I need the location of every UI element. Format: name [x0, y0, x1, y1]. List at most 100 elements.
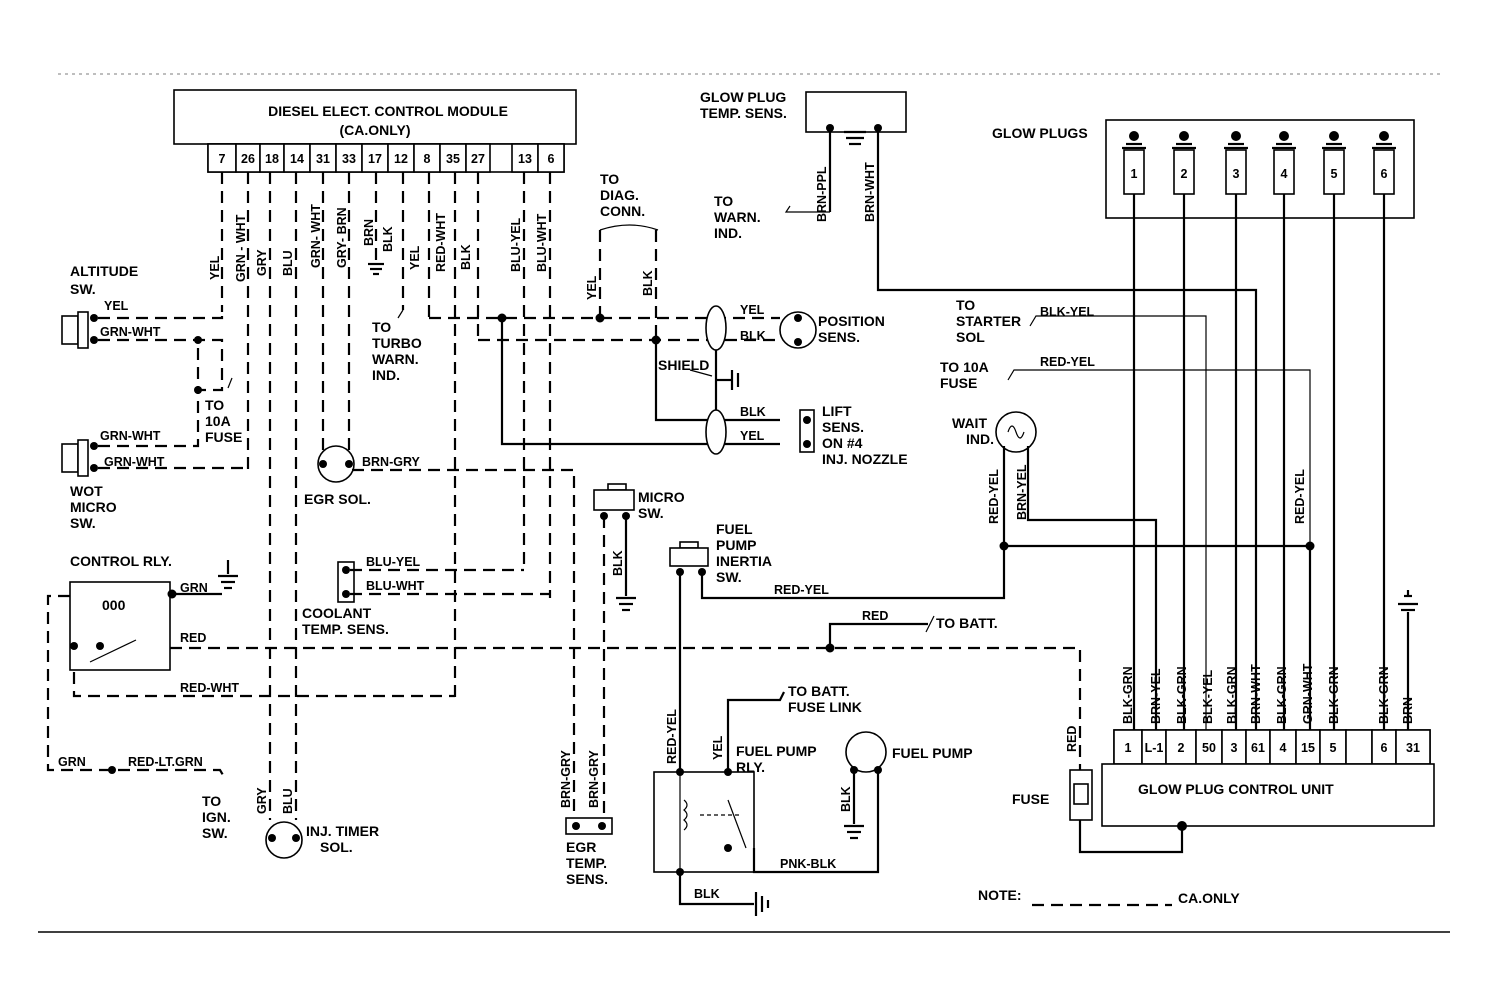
- wot-wire-label: GRN-WHT: [100, 429, 161, 443]
- ign-wire: GRN: [58, 755, 86, 769]
- to-starter: SOL: [956, 329, 985, 345]
- glow-plug-number: 4: [1281, 167, 1288, 181]
- inertia-wire: RED-YEL: [774, 583, 829, 597]
- gpcu-wire-label: BLK-GRN: [1275, 666, 1289, 724]
- gpcu-label: GLOW PLUG CONTROL UNIT: [1138, 781, 1334, 797]
- position-label: SENS.: [818, 329, 860, 345]
- glow-plug-1: 1: [1122, 131, 1146, 195]
- wot-label: SW.: [70, 515, 96, 531]
- glow-plug-4: 4: [1272, 131, 1296, 195]
- gpcu-wire-label: BLK-GRN: [1175, 666, 1189, 724]
- to-10a-left: 10A: [205, 413, 231, 429]
- control-relay: [69, 581, 171, 671]
- inj-timer-label: SOL.: [320, 839, 353, 855]
- position-wire: YEL: [740, 303, 765, 317]
- egr-temp-label: EGR: [566, 839, 596, 855]
- wot-wire-label: GRN-WHT: [104, 455, 165, 469]
- altitude-label: SW.: [70, 281, 96, 297]
- gpcu-pin: 6: [1381, 741, 1388, 755]
- gpcu-pin: 3: [1231, 741, 1238, 755]
- wait-wire: RED-YEL: [987, 469, 1001, 524]
- coolant-label: TEMP. SENS.: [302, 621, 389, 637]
- lift-label: SENS.: [822, 419, 864, 435]
- to-batt-fuselink: TO BATT.: [788, 683, 850, 699]
- ecm-wire-label: BLU-WHT: [535, 213, 549, 272]
- wot-micro-switch: [61, 439, 98, 477]
- inj-wire: GRY: [255, 787, 269, 814]
- wait-label: IND.: [966, 431, 994, 447]
- ecm-pin: 12: [394, 152, 408, 166]
- ecm-pin: 7: [219, 152, 226, 166]
- gp-temp-wire: BRN-PPL: [815, 166, 829, 222]
- ecm-pin: 35: [446, 152, 460, 166]
- to-10a-left: FUSE: [205, 429, 242, 445]
- ecm-wire-label: GRN- WHT: [309, 204, 323, 268]
- fuel-pump-relay: [653, 771, 755, 873]
- ground-icon: [218, 560, 238, 590]
- ecm-wire-label: GRN - WHT: [234, 214, 248, 282]
- to-ign: SW.: [202, 825, 228, 841]
- lift-label: LIFT: [822, 403, 852, 419]
- ecm-wire-labels: YEL GRN - WHT GRY BLU GRN- WHT GRY- BRN …: [208, 204, 549, 282]
- inertia-label: PUMP: [716, 537, 756, 553]
- ecm-wire-label: GRY- BRN: [335, 207, 349, 268]
- glow-plugs-label: GLOW PLUGS: [992, 125, 1088, 141]
- starter-wire: BLK-YEL: [1040, 305, 1095, 319]
- to-10a-right: FUSE: [940, 375, 977, 391]
- to-diag: CONN.: [600, 203, 645, 219]
- ecm-wires: [220, 172, 552, 820]
- fuse-label: FUSE: [1012, 791, 1049, 807]
- ecm-pin: 31: [316, 152, 330, 166]
- lift-wire: BLK: [740, 405, 766, 419]
- micro-switch: [593, 483, 635, 520]
- ecm-pin: 14: [290, 152, 304, 166]
- to-turbo: TO: [372, 319, 391, 335]
- egr-temp-wire: BRN-GRY: [559, 749, 573, 808]
- inj-wire: BLU: [281, 788, 295, 814]
- to-10a-left: TO: [205, 397, 224, 413]
- ecm-wire-label: GRY: [255, 249, 269, 276]
- ecm-title: DIESEL ELECT. CONTROL MODULE: [268, 103, 508, 119]
- micro-label: SW.: [638, 505, 664, 521]
- ecm-pin: 8: [424, 152, 431, 166]
- gpcu-pin: 2: [1178, 741, 1185, 755]
- ecm-wire-label: BLK: [459, 244, 473, 270]
- fuel-pump-label: FUEL PUMP: [892, 745, 973, 761]
- diag-wire: BLK: [641, 270, 655, 296]
- inertia-label: INERTIA: [716, 553, 772, 569]
- gp-temp-wire: BRN-WHT: [863, 162, 877, 222]
- relay-coil: 000: [102, 597, 126, 613]
- ecm-wire-label: RED-WHT: [434, 213, 448, 272]
- rly-label: RLY.: [736, 759, 765, 775]
- fuel-pump: [845, 731, 887, 774]
- ecm-pin: 13: [518, 152, 532, 166]
- inertia-label: SW.: [716, 569, 742, 585]
- altitude-label: ALTITUDE: [70, 263, 138, 279]
- ground-icon: [754, 892, 770, 916]
- egr-temp-wire: BRN-GRY: [587, 749, 601, 808]
- ground-icon: [616, 596, 636, 612]
- to-diag: DIAG.: [600, 187, 639, 203]
- altitude-wire-label: YEL: [104, 299, 129, 313]
- gpcu-pin: 1: [1125, 741, 1132, 755]
- lift-label: ON #4: [822, 435, 863, 451]
- ecm-pin: 17: [368, 152, 382, 166]
- egr-solenoid: [317, 445, 355, 483]
- ecm-pin: 6: [548, 152, 555, 166]
- egr-temp-sensor: [565, 817, 613, 835]
- batt-wire: RED: [862, 609, 888, 623]
- gpcu-wire-label: BLK-GRN: [1327, 666, 1341, 724]
- lift-label: INJ. NOZZLE: [822, 451, 908, 467]
- shield-label: SHIELD: [658, 357, 709, 373]
- to-batt-fuselink: FUSE LINK: [788, 699, 862, 715]
- to-turbo: TURBO: [372, 335, 422, 351]
- to-warn: IND.: [714, 225, 742, 241]
- gpcu-pin: 15: [1301, 741, 1315, 755]
- note-text: CA.ONLY: [1178, 890, 1240, 906]
- wait-label: WAIT: [952, 415, 987, 431]
- gp-temp-label: GLOW PLUG: [700, 89, 786, 105]
- fuse: [1069, 769, 1093, 821]
- control-rly-label: CONTROL RLY.: [70, 553, 172, 569]
- glow-plug-number: 1: [1131, 167, 1138, 181]
- glow-plug-temp-sensor: [805, 91, 907, 133]
